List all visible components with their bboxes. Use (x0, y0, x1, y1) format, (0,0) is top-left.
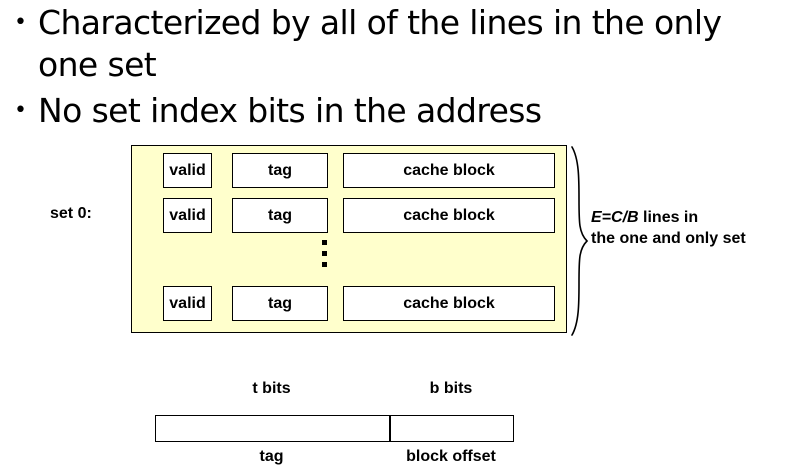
t-bits-label: t bits (252, 380, 291, 397)
cache-block-cell: cache block (343, 198, 555, 233)
set-label: set 0: (50, 205, 92, 222)
cache-block-cell: cache block (343, 153, 555, 188)
bullet-marker-icon: • (14, 10, 27, 35)
bullet-text: Characterized by all of the lines in the… (38, 3, 722, 84)
cache-block-cell: cache block (343, 286, 555, 321)
valid-bit-cell: valid (163, 286, 212, 321)
cache-set-panel: valid tag cache block valid tag cache bl… (131, 145, 567, 333)
bullet-item: • Characterized by all of the lines in t… (8, 2, 788, 86)
bullet-text: No set index bits in the address (38, 91, 542, 130)
vertical-ellipsis-icon (322, 240, 332, 272)
brace-annotation-line2: the one and only set (591, 230, 746, 247)
bullet-marker-icon: • (14, 98, 27, 123)
address-field-divider (389, 416, 391, 441)
brace-annotation-line1: E=C/B lines in (591, 207, 746, 228)
address-bar (155, 415, 514, 442)
valid-bit-cell: valid (163, 153, 212, 188)
block-offset-field-label: block offset (406, 448, 496, 465)
bullet-list: • Characterized by all of the lines in t… (8, 2, 788, 132)
tag-cell: tag (232, 153, 328, 188)
formula-e-equals-c-over-b: E=C/B (591, 209, 639, 226)
tag-cell: tag (232, 198, 328, 233)
brace-annotation-line1-rest: lines in (638, 209, 699, 226)
bullet-item: • No set index bits in the address (8, 90, 788, 132)
address-field-diagram: t bits b bits tag block offset (155, 380, 514, 475)
brace-annotation: E=C/B lines in the one and only set (591, 207, 746, 249)
valid-bit-cell: valid (163, 198, 212, 233)
right-brace-icon (568, 145, 594, 337)
tag-field-label: tag (259, 448, 284, 465)
b-bits-label: b bits (429, 380, 473, 397)
tag-cell: tag (232, 286, 328, 321)
